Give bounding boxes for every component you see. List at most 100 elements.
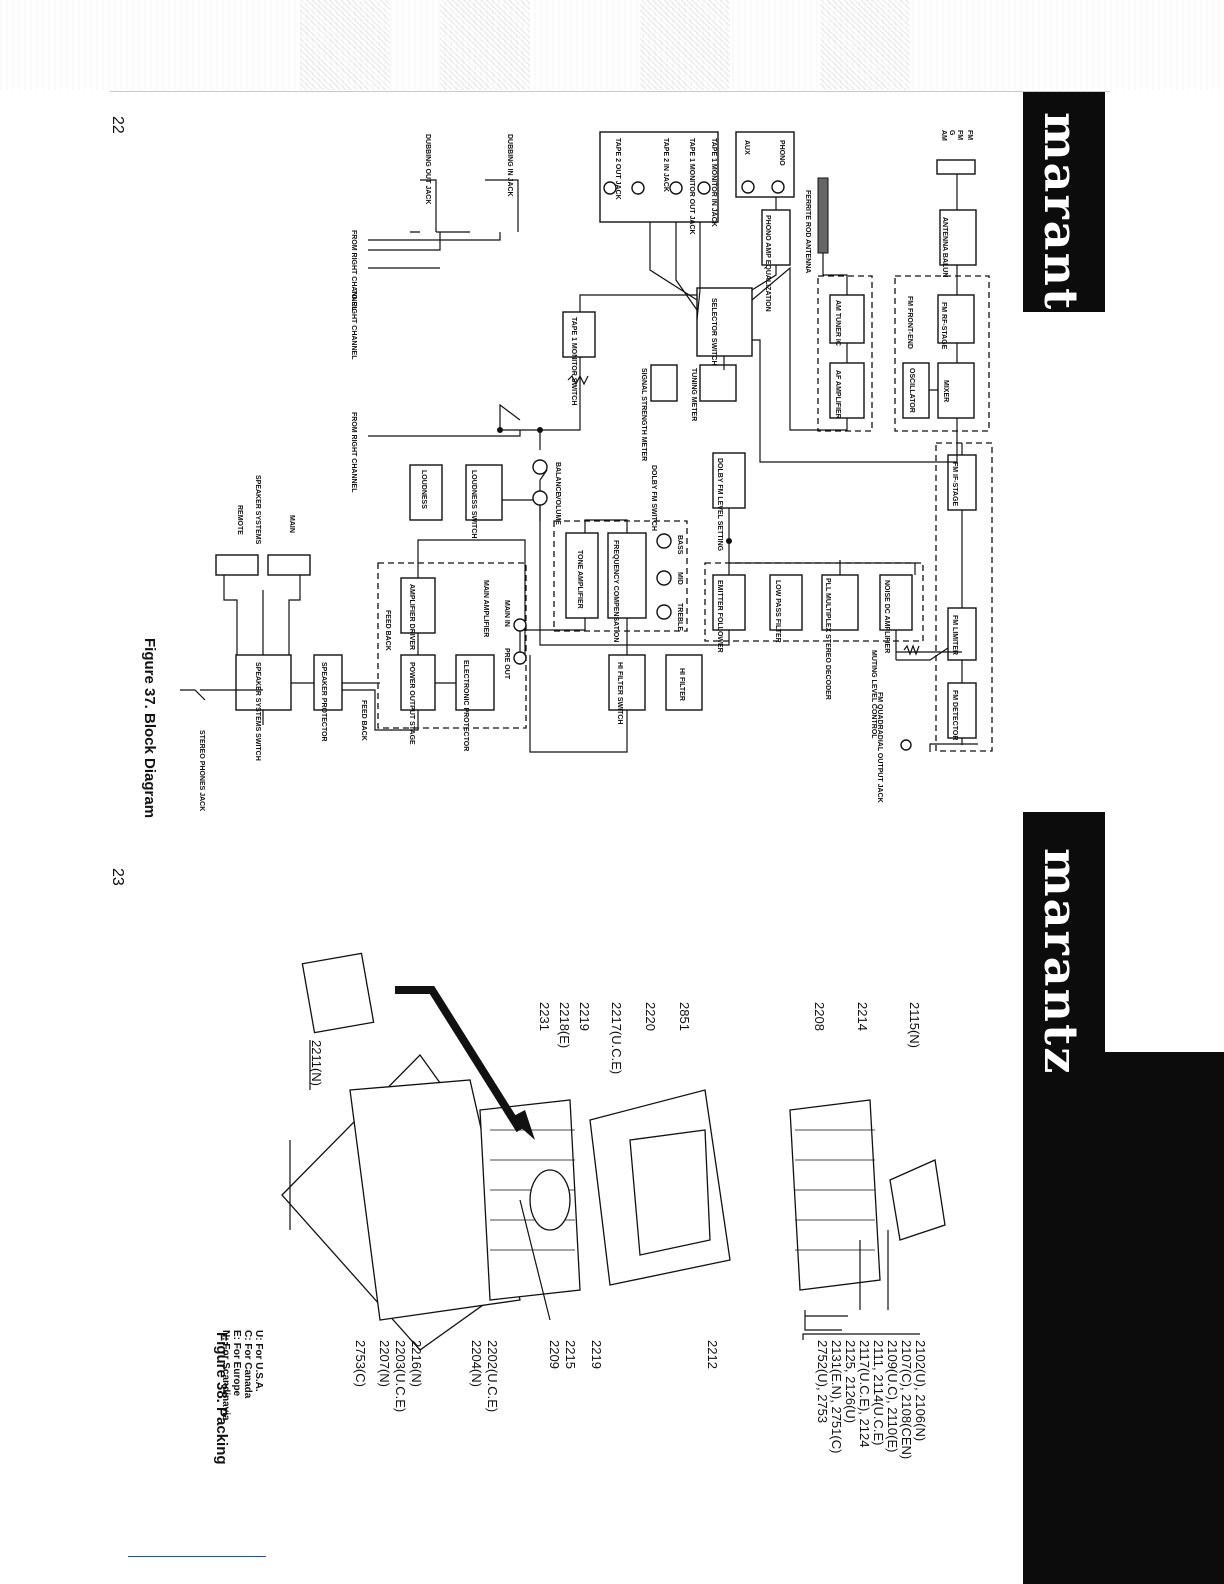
scan-top-strip [0, 0, 1224, 90]
label: DOLBY FM LEVEL SETTING [716, 458, 723, 552]
fm-front-end-group [894, 275, 990, 432]
part-number: 2202(U.C.E) [485, 1340, 500, 1412]
fm-if-group [935, 442, 993, 752]
unit-panel [629, 1129, 711, 1256]
scan-noise [640, 0, 730, 90]
label: PHONO AMP EQUALIZATION [764, 215, 771, 312]
label: TAPE 1 MONITOR IN JACK [710, 138, 717, 227]
label: LOUDNESS [420, 470, 427, 509]
part-number: 2212 [705, 1340, 720, 1369]
part-number: 2107(C), 2108(CEN) [899, 1340, 914, 1459]
electronic-protector-block [455, 654, 495, 711]
label: FEED BACK [384, 610, 391, 651]
part-number: 2753(C) [353, 1340, 368, 1387]
tone-group [553, 520, 688, 632]
label: FM [966, 130, 973, 140]
amp-driver-block [400, 577, 436, 634]
label: AF AMPLIFIER [834, 370, 841, 419]
fm-rf-stage-block [937, 294, 975, 344]
label: ELECTRONIC PROTECTOR [462, 660, 469, 751]
label: TO RIGHT CHANNEL [350, 290, 357, 360]
label: VOLUME [554, 495, 561, 525]
label: MAIN AMPLIFIER [482, 580, 489, 637]
main-amp-group [377, 562, 527, 729]
scan-noise [300, 0, 390, 90]
main-speaker-terminal [267, 554, 311, 576]
part-number: 2217(U.C.E) [609, 1002, 624, 1074]
label: TONE AMPLIFIER [576, 550, 583, 609]
insert-arrow [395, 986, 524, 1133]
tape-jack-box [599, 131, 719, 223]
tuning-meter [699, 364, 737, 402]
part-number: 2125, 2126(U) [843, 1340, 858, 1423]
label: AMPLIFIER DRIVER [408, 584, 415, 650]
label: FM LIMITER [951, 615, 958, 655]
label: ANTENNA BALUN [941, 217, 948, 277]
freq-comp-block [607, 532, 647, 619]
arrow-head [510, 1110, 535, 1140]
am-group [817, 275, 873, 432]
treble-knob [656, 604, 672, 620]
label: BASS [676, 535, 683, 555]
label: LOW PASS FILTER [774, 580, 781, 643]
junction-dot [726, 538, 732, 544]
label: FM QUADRADIAL OUTPUT JACK [876, 692, 883, 803]
pre-out-jack [513, 651, 527, 665]
volume-knob [532, 490, 548, 506]
label: SPEAKER PROTECTOR [320, 662, 327, 742]
dolby-level-block [712, 452, 746, 509]
label: MIXER [942, 380, 949, 402]
label: FM RF-STAGE [940, 302, 947, 350]
part-number: 2102(U), 2106(N) [913, 1340, 928, 1441]
label: TUNING METER [690, 368, 697, 421]
part-number: 2115(N) [907, 1002, 922, 1048]
part-number: 2216(N) [409, 1340, 424, 1387]
part-number: 2203(U.C.E) [393, 1340, 408, 1412]
label: TAPE 2 OUT JACK [614, 138, 621, 200]
part-number: 2204(N) [469, 1340, 484, 1387]
mixer-block [937, 362, 975, 419]
label: SELECTOR SWITCH [710, 298, 717, 366]
remote-speaker-terminal [215, 554, 259, 576]
brand-bar-bottom [1023, 1052, 1224, 1584]
label: MUTING LEVEL CONTROL [870, 650, 877, 739]
scan-noise [820, 0, 910, 90]
label: MAIN [288, 515, 295, 533]
mpx-group [704, 562, 924, 642]
part-number: 2218(E) [557, 1002, 572, 1048]
cord-coil [529, 1169, 571, 1231]
label: POWER OUTPUT STAGE [408, 662, 415, 745]
hi-filter-block [665, 654, 703, 711]
part-number: 2219 [577, 1002, 592, 1031]
label: SPEAKER SYSTEMS [254, 475, 261, 545]
signal-meter [650, 364, 678, 402]
fm-if-stage-block [947, 454, 977, 511]
loudness-switch-block [465, 464, 503, 521]
resistor [903, 644, 920, 656]
label: G [948, 130, 955, 136]
part-number: 2851 [677, 1002, 692, 1031]
brand-bar-top [1023, 92, 1105, 312]
oscillator-block [902, 362, 930, 419]
label: FM DETECTOR [951, 690, 958, 740]
label: FM FRONT-END [906, 296, 913, 349]
power-output-block [400, 654, 436, 711]
label: DOLBY FM SWITCH [650, 465, 657, 531]
packing-part-labels: 2115(N) 2214 2208 2851 2220 2217(U.C.E) … [309, 1002, 928, 1459]
part-number: 2131(E.N), 2751(C) [829, 1340, 844, 1453]
label: HI FILTER [678, 668, 685, 701]
fm-detector-block [947, 682, 977, 739]
warranty-card [889, 1159, 946, 1241]
label: FREQUENCY COMPENSATION [612, 540, 619, 642]
label: HI FILTER SWITCH [616, 662, 623, 724]
packing-drawing [281, 952, 946, 1351]
part-number: 2220 [643, 1002, 658, 1031]
label: FERRITE ROD ANTENNA [804, 190, 811, 273]
label: FM IF-STAGE [951, 462, 958, 507]
page-top-rule [110, 91, 1110, 92]
tape-monitor-switch-block [562, 311, 596, 358]
tape-jack [697, 181, 711, 195]
junction-dot [537, 427, 543, 433]
label: REMOTE [236, 505, 243, 535]
